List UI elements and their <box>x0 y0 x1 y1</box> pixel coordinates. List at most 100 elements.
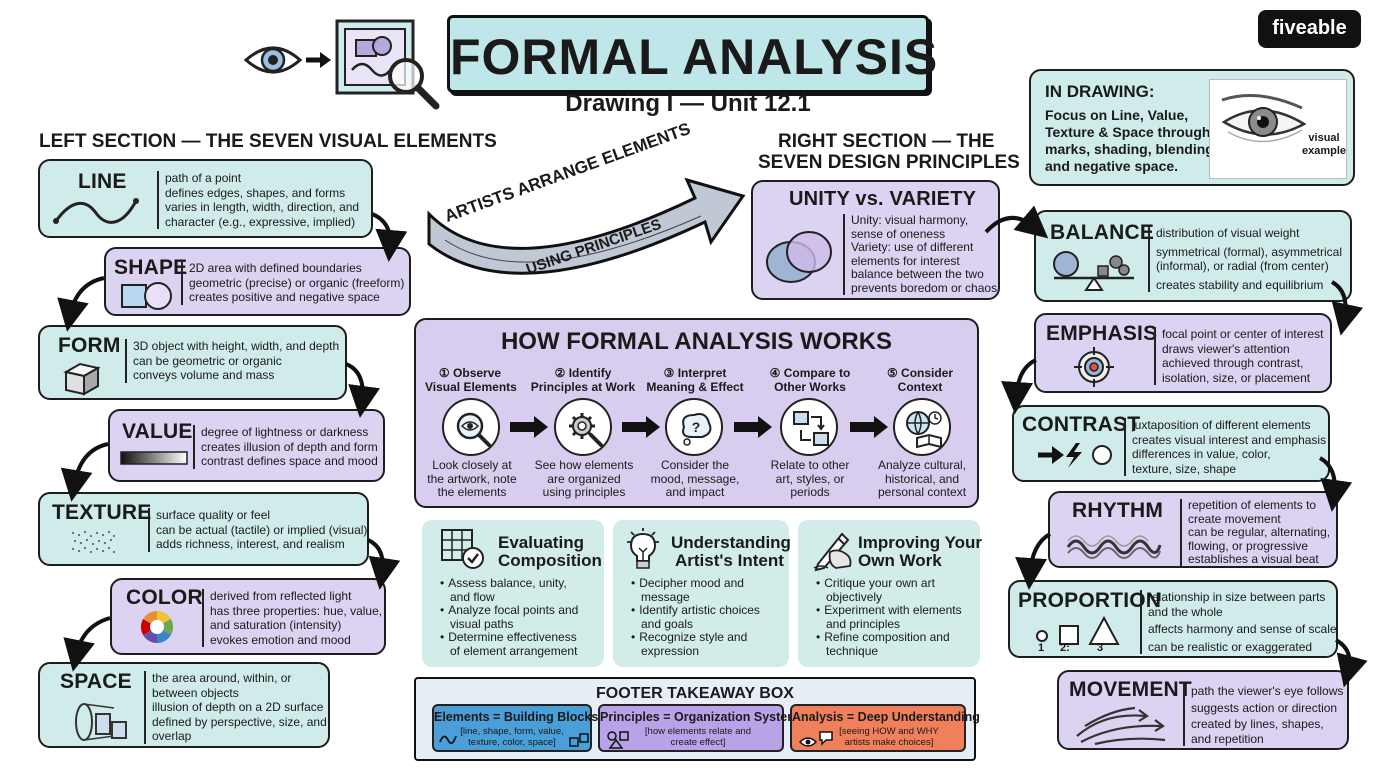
desc-line: defined by perspective, size, and <box>152 714 327 729</box>
step-number: ④ <box>769 366 781 380</box>
benefit-title: Evaluating Composition <box>498 534 602 570</box>
desc-line: and repetition <box>1191 731 1264 746</box>
step-5-desc: Analyze cultural, historical, and person… <box>870 458 974 500</box>
brand-logo-text: fiveable <box>1272 17 1347 39</box>
principle-card-proportion: PROPORTION 1 2: 3 relationship in size b… <box>1008 580 1338 658</box>
desc-line: are organized <box>547 471 621 486</box>
desc-line: juxtaposition of different elements <box>1132 418 1311 432</box>
in-drawing-card: IN DRAWING: Focus on Line, Value, Textur… <box>1029 69 1355 186</box>
desc-line: create movement <box>1188 511 1281 526</box>
page-subtitle: Drawing I — Unit 12.1 <box>565 90 811 117</box>
element-card-form: FORM 3D object with height, width, and d… <box>38 325 347 400</box>
principle-card-rhythm: RHYTHM repetition of elements to create … <box>1048 491 1338 568</box>
benefit-item: expression <box>631 643 760 659</box>
benefit-item: •Analyze focal points and <box>440 603 579 617</box>
desc-line: conveys volume and mass <box>133 368 275 382</box>
pencil-hand-icon <box>813 532 852 572</box>
ratio-label-3: 3 <box>1097 642 1104 654</box>
benefit-title: Understanding Artist's Intent <box>671 534 791 570</box>
target-icon <box>1074 347 1114 387</box>
item-text: Critique your own art <box>824 576 935 590</box>
banner-arrow <box>427 177 746 275</box>
step-2-label: ② Identify Principles at Work <box>528 366 638 394</box>
element-title: TEXTURE <box>52 501 152 524</box>
desc-line: 2D area with defined boundaries <box>189 261 362 275</box>
element-title: FORM <box>58 334 121 357</box>
desc-line: path of a point <box>165 171 242 185</box>
item-text: Refine composition and <box>824 630 950 644</box>
desc-line: creates stability and equilibrium <box>1156 277 1324 292</box>
brand-logo: fiveable <box>1258 10 1361 48</box>
eye-icon <box>243 46 303 74</box>
element-title: SHAPE <box>114 256 188 279</box>
grid-check-icon <box>441 529 484 569</box>
desc-line: periods <box>790 485 830 499</box>
desc-line: prevents boredom or chaos <box>851 280 998 295</box>
line-icon <box>53 198 139 224</box>
contrast-icon <box>1038 443 1112 468</box>
step-label-line: Other Works <box>774 379 846 394</box>
step-4-label: ④ Compare to Other Works <box>760 366 860 394</box>
desc-line: differences in value, color, <box>1132 447 1271 461</box>
principle-card-emphasis: EMPHASIS focal point or center of intere… <box>1034 313 1332 393</box>
item-text: expression <box>641 643 700 658</box>
sub-line: artists make choices] <box>844 737 934 748</box>
step-label-line: Compare to <box>783 366 851 380</box>
title-line: Composition <box>498 551 602 570</box>
element-desc: 2D area with defined boundaries geometri… <box>181 261 404 305</box>
desc-line: historical, and <box>884 471 960 486</box>
item-text: and goals <box>641 616 694 631</box>
step-label-line: Interpret <box>677 366 727 380</box>
step-2-desc: See how elements are organized using pri… <box>533 458 635 500</box>
desc-line: path the viewer's eye follows <box>1191 684 1344 698</box>
desc-line: flowing, or progressive <box>1188 538 1309 553</box>
desc-line: created by lines, shapes, <box>1191 717 1324 731</box>
footer-box-elements: Elements = Building Blocks [line, shape,… <box>432 704 599 752</box>
desc-line: contrast defines space and mood <box>201 454 378 468</box>
eye-speech-icon <box>798 731 833 747</box>
benefit-item: •Critique your own art <box>816 576 935 590</box>
desc-line: Analyze cultural, <box>877 458 967 472</box>
ratio-label-2: 2: <box>1060 642 1070 654</box>
principle-card-balance: BALANCE distribution of visual weight sy… <box>1034 210 1352 302</box>
title-line: Improving Your <box>858 533 983 552</box>
desc-line: suggests action or direction <box>1191 700 1338 715</box>
element-card-color: COLOR derived from reflected light has t… <box>110 578 386 655</box>
footer-box-principles: Principles = Organization System [how el… <box>598 704 798 752</box>
benefit-list: •Decipher mood and message •Identify art… <box>631 576 760 659</box>
desc-line: personal context <box>877 485 967 499</box>
benefit-item: •Decipher mood and <box>631 576 744 590</box>
item-text: message <box>641 589 690 604</box>
element-desc: 3D object with height, width, and depth … <box>125 339 339 383</box>
desc-line: distribution of visual weight <box>1156 226 1300 240</box>
texture-dots-icon <box>71 530 116 554</box>
desc-line: character (e.g., expressive, implied) <box>165 214 356 229</box>
desc-line: defines edges, shapes, and forms <box>165 185 346 200</box>
desc-line: evokes emotion and mood <box>210 632 351 647</box>
title-line: Evaluating <box>498 533 584 552</box>
value-gradient-icon <box>120 451 188 465</box>
in-drawing-text: Focus on Line, Value, Texture & Space th… <box>1045 107 1218 175</box>
element-card-shape: SHAPE 2D area with defined boundaries ge… <box>104 247 411 316</box>
element-card-value: VALUE degree of lightness or darkness cr… <box>108 409 385 482</box>
desc-line: can be realistic or exaggerated <box>1148 639 1313 654</box>
right-section-heading-1: RIGHT SECTION — THE <box>778 131 995 152</box>
desc-line: the area around, within, or <box>152 671 292 685</box>
footer-box-analysis: Analysis = Deep Understanding [seeing HO… <box>790 704 980 752</box>
title-line: Artist's Intent <box>675 551 784 570</box>
benefit-item: •Refine composition and <box>816 630 950 644</box>
step-number: ③ <box>663 366 675 380</box>
desc-line: creates visual interest and emphasis <box>1132 432 1327 447</box>
step-label-line: Consider <box>901 366 954 380</box>
desc-line: geometric (precise) or organic (freeform… <box>189 275 405 290</box>
footer-box-title: Elements = Building Blocks <box>434 710 599 724</box>
item-text: Determine effectiveness <box>448 630 577 644</box>
ratio-label-1: 1 <box>1038 642 1045 654</box>
step-3-label: ③ Interpret Meaning & Effect <box>645 366 745 394</box>
principle-desc: focal point or center of interest draws … <box>1154 327 1323 385</box>
item-text: Recognize style and <box>639 630 748 644</box>
benefit-item: and principles <box>816 617 962 632</box>
item-text: Identify artistic choices <box>639 603 760 617</box>
desc-line: has three properties: hue, value, <box>210 603 383 618</box>
caption-line: example <box>1302 145 1347 157</box>
